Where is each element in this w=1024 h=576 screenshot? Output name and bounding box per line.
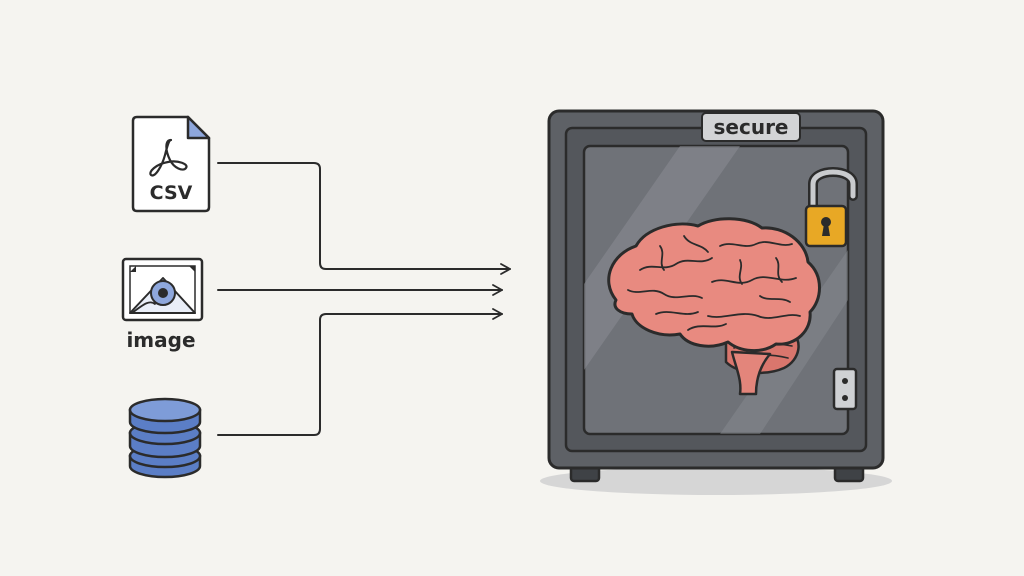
source-csv: CSV bbox=[131, 115, 211, 213]
connectors bbox=[217, 162, 511, 436]
safe-shadow bbox=[540, 467, 892, 495]
source-database bbox=[128, 397, 202, 479]
secure-label-plate bbox=[701, 112, 801, 142]
brain-icon bbox=[607, 217, 821, 396]
database-icon bbox=[128, 397, 202, 479]
image-label: image bbox=[126, 328, 195, 352]
padlock-icon bbox=[804, 167, 858, 248]
pdf-file-icon bbox=[131, 115, 211, 213]
secure-safe: secure bbox=[540, 109, 892, 495]
csv-label: CSV bbox=[150, 182, 193, 204]
connector-database bbox=[217, 308, 503, 436]
source-image: image bbox=[121, 257, 204, 352]
connector-csv bbox=[217, 162, 511, 275]
image-icon bbox=[121, 257, 204, 322]
secure-label: secure bbox=[714, 115, 789, 139]
